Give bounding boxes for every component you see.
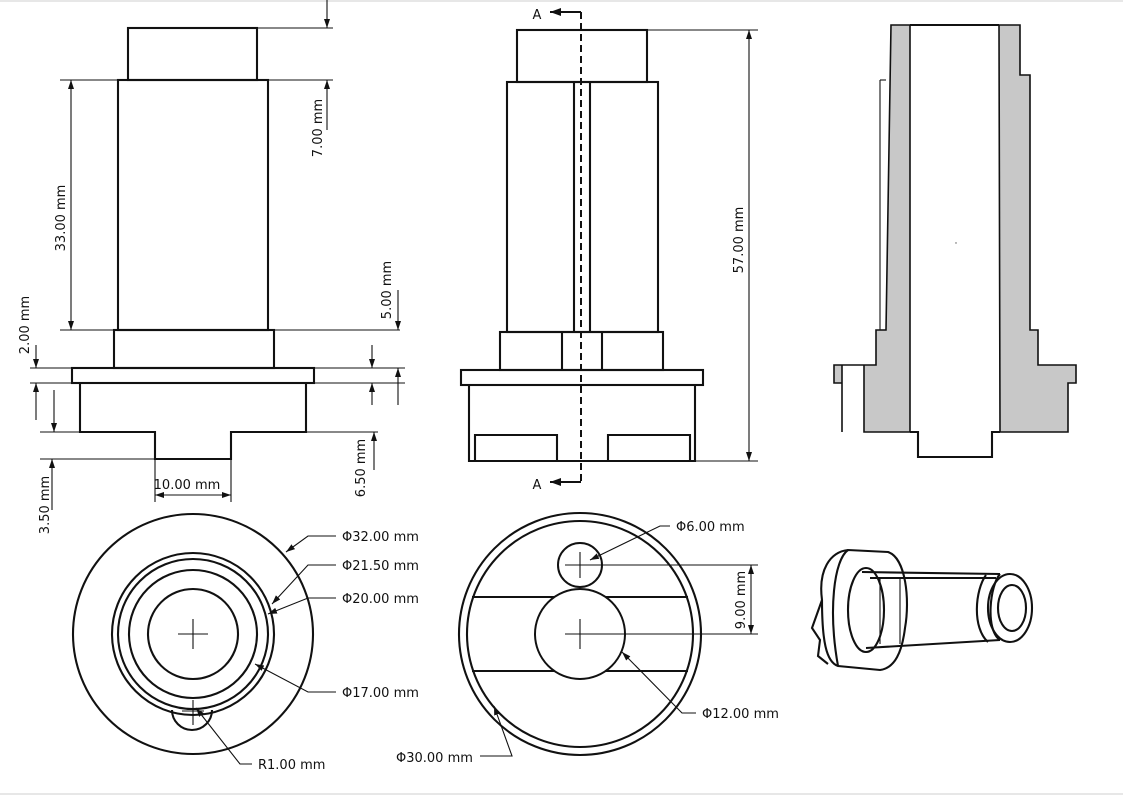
dim-9: 9.00 mm xyxy=(734,571,749,629)
dim-5: 5.00 mm xyxy=(380,261,395,319)
front-body xyxy=(116,78,270,332)
dim-57: 57.00 mm xyxy=(732,207,747,274)
circle-phi-17 xyxy=(127,568,259,700)
dim-33: 33.00 mm xyxy=(54,185,69,252)
iso-top-outer xyxy=(986,572,1034,644)
bottom-view-middle: 9.00 mm Φ6.00 mm Φ12.00 mm Φ30.00 mm xyxy=(396,511,779,766)
section-label-top: A xyxy=(533,8,542,23)
label-phi-21-5: Φ21.50 mm xyxy=(342,559,419,574)
label-phi-20: Φ20.00 mm xyxy=(342,592,419,607)
circle-phi-32 xyxy=(71,512,315,756)
label-phi-32: Φ32.00 mm xyxy=(342,530,419,545)
section-label-bottom: A xyxy=(533,478,542,493)
label-phi-6: Φ6.00 mm xyxy=(676,520,745,535)
dim-2: 2.00 mm xyxy=(18,296,33,354)
bore-circle xyxy=(146,587,240,681)
label-phi-12: Φ12.00 mm xyxy=(702,707,779,722)
section-wall-right xyxy=(998,24,1077,433)
iso-top-inner xyxy=(996,583,1028,633)
iso-flange xyxy=(820,548,908,672)
front-flange xyxy=(70,366,316,385)
section-wall-left xyxy=(833,24,911,433)
dim-10: 10.00 mm xyxy=(154,478,221,493)
label-phi-17: Φ17.00 mm xyxy=(342,686,419,701)
front-view: 7.00 mm 33.00 mm 5.00 mm 2.00 mm 6.50 mm… xyxy=(18,0,405,534)
dim-7: 7.00 mm xyxy=(311,99,326,157)
section-view xyxy=(833,23,1077,459)
front-base xyxy=(78,383,308,461)
side-base xyxy=(467,385,697,463)
side-view: A A 57.00 mm xyxy=(459,8,758,493)
dim-3-5: 3.50 mm xyxy=(38,476,53,534)
label-r-1: R1.00 mm xyxy=(258,758,325,773)
front-top-cap xyxy=(126,26,259,82)
side-body xyxy=(505,80,660,334)
front-collar xyxy=(112,328,276,370)
dim-6-5: 6.50 mm xyxy=(354,439,369,497)
label-phi-30: Φ30.00 mm xyxy=(396,751,473,766)
isometric-view xyxy=(810,548,1034,672)
bottom-view-left: Φ32.00 mm Φ21.50 mm Φ20.00 mm Φ17.00 mm … xyxy=(71,512,419,773)
